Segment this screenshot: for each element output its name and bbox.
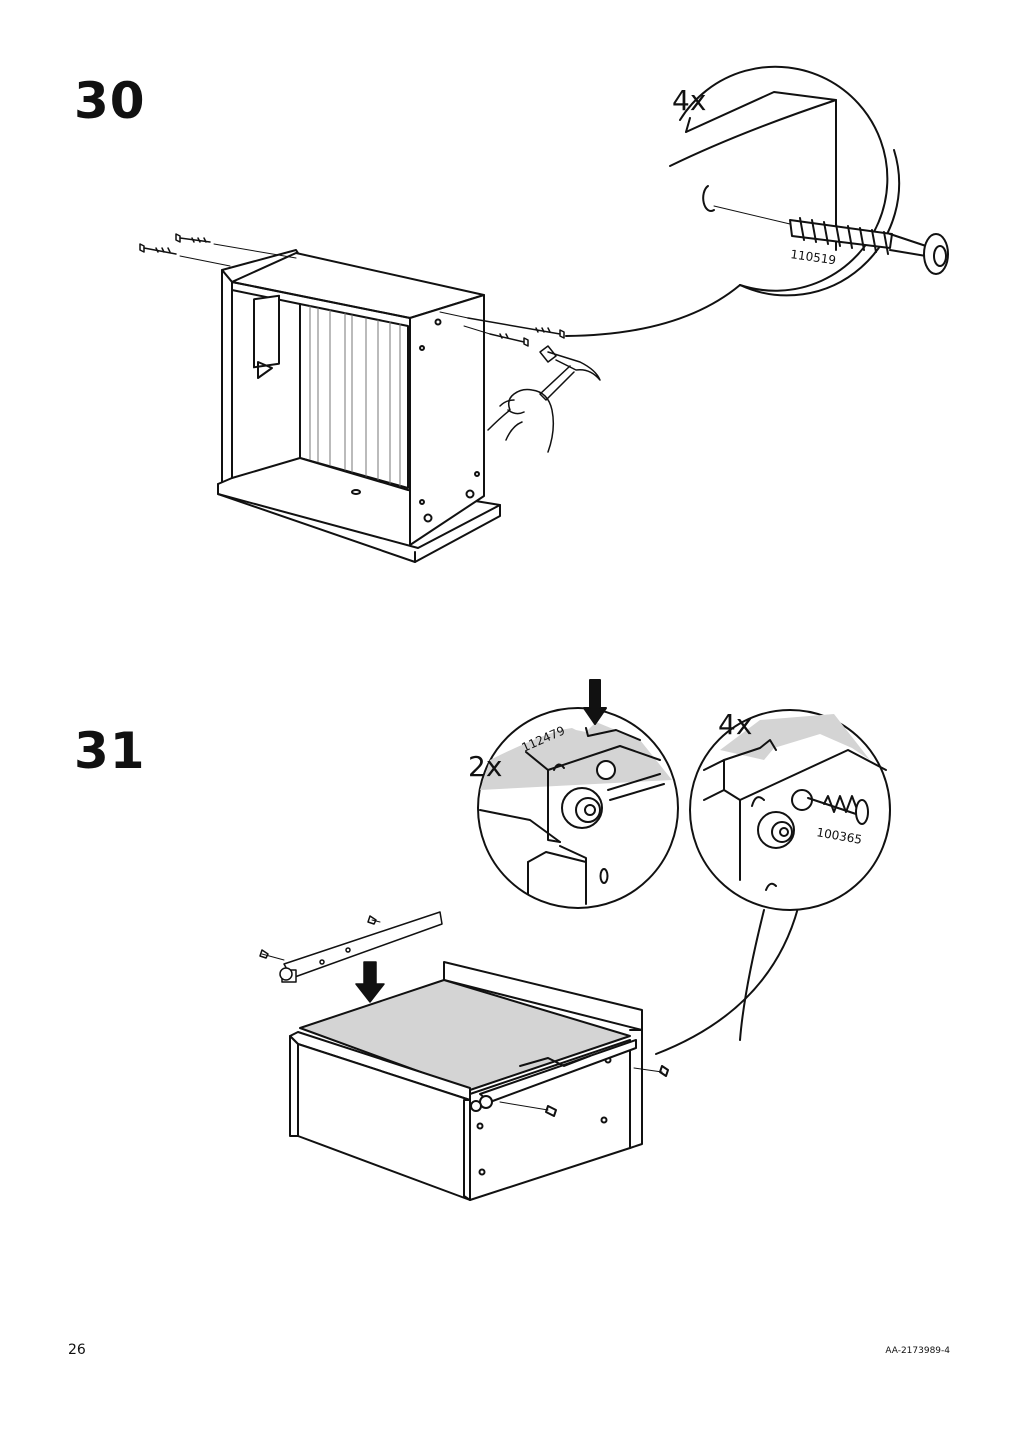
callout-4x-dowel-step-30 xyxy=(565,65,949,337)
document-code: AA-2173989-4 xyxy=(885,1346,950,1356)
drawer-rail-step-31 xyxy=(259,911,443,1003)
drawer-box-step-30 xyxy=(217,249,501,563)
callout-2x-roller-step-31 xyxy=(477,679,679,909)
screws-right-step-30 xyxy=(439,311,565,347)
hammer-hand-icon xyxy=(487,345,601,453)
step-31-quantity-right: 4x xyxy=(718,708,752,741)
step-30-part-number: 110519 xyxy=(790,247,837,267)
step-30-quantity: 4x xyxy=(672,84,706,117)
drawer-box-step-31 xyxy=(289,961,669,1201)
screws-left-step-30 xyxy=(139,233,297,267)
step-31-quantity-left: 2x xyxy=(468,750,502,783)
step-31-number: 31 xyxy=(74,722,146,780)
page-number: 26 xyxy=(68,1342,86,1358)
callout-4x-screw-step-31 xyxy=(655,709,891,1055)
step-30-number: 30 xyxy=(74,72,146,130)
